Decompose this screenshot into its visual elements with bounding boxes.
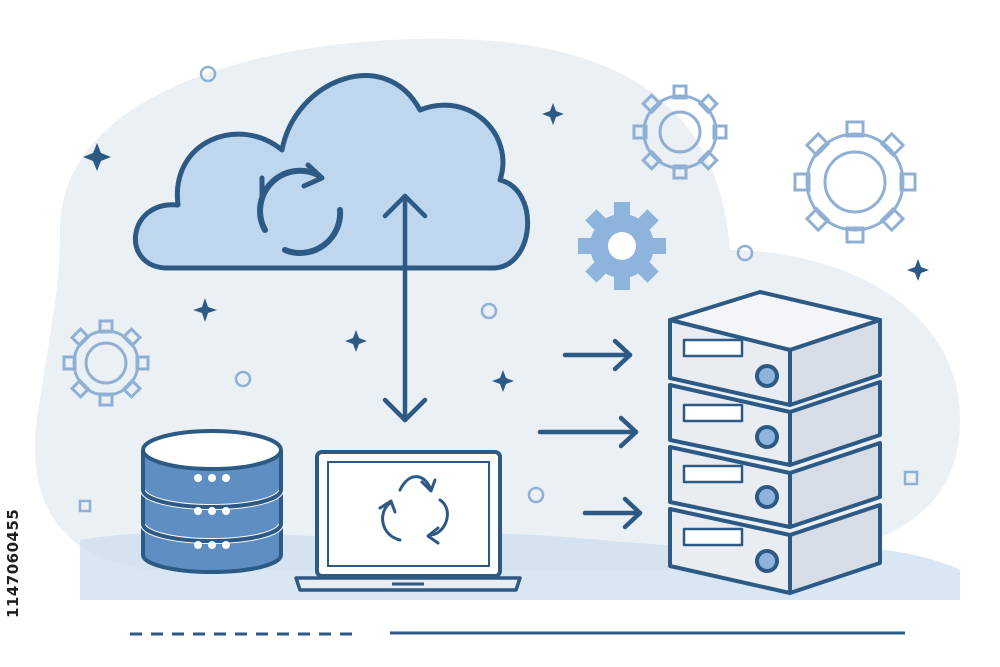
- laptop-recycle-icon: [296, 452, 520, 590]
- database-icon: [143, 431, 281, 572]
- ground-line: [130, 633, 905, 634]
- gear-filled-icon: [578, 202, 666, 290]
- server-rack-icon: [670, 292, 880, 593]
- stock-id-label: 1147060455: [4, 418, 30, 618]
